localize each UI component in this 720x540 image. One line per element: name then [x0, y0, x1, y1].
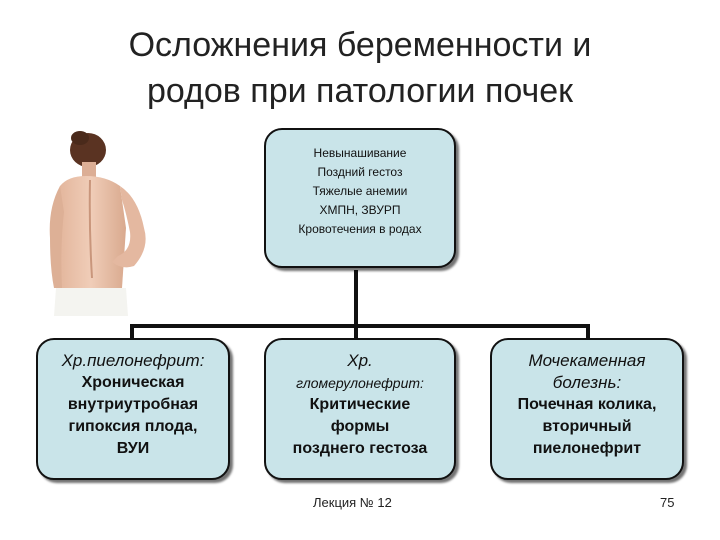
- box-text-line: Почечная колика,: [517, 396, 657, 413]
- lecture-label: Лекция № 12: [313, 495, 392, 510]
- box-text-line: Хроническая: [81, 374, 185, 391]
- box-text-line: позднего гестоза: [292, 440, 428, 457]
- box-text-line: формы: [330, 418, 390, 435]
- box-heading: Хр.: [347, 351, 373, 370]
- box-heading: Мочекаменная: [528, 351, 646, 370]
- complication-item: ХМПН, ЗВУРП: [319, 203, 401, 217]
- slide-title: Осложнения беременности и родов при пато…: [60, 22, 660, 114]
- woman-back-photo: [38, 128, 166, 316]
- woman-back-illustration: [49, 131, 146, 316]
- box-text-line: ВУИ: [116, 440, 150, 457]
- box-heading: Хр.пиелонефрит:: [61, 351, 205, 370]
- complication-item: Невынашивание: [313, 146, 407, 160]
- box-heading: болезнь:: [552, 373, 622, 392]
- box-text-line: Критические: [309, 396, 411, 413]
- box-text-line: гипоксия плода,: [68, 418, 198, 435]
- title-line-2: родов при патологии почек: [146, 72, 574, 110]
- urolithiasis-box: Мочекаменная болезнь: Почечная колика, в…: [490, 338, 684, 480]
- pyelonephritis-box: Хр.пиелонефрит: Хроническая внутриутробн…: [36, 338, 230, 480]
- complication-item: Кровотечения в родах: [298, 222, 422, 236]
- complications-box: Невынашивание Поздний гестоз Тяжелые ане…: [264, 128, 456, 268]
- page-number: 75: [660, 495, 675, 510]
- complication-item: Тяжелые анемии: [312, 184, 408, 198]
- title-line-1: Осложнения беременности и: [128, 26, 592, 64]
- box-text-line: внутриутробная: [67, 396, 199, 413]
- box-text-line: пиелонефрит: [532, 440, 642, 457]
- box-text-line: вторичный: [542, 418, 632, 435]
- glomerulonephritis-box: Хр. гломерулонефрит: Критические формы п…: [264, 338, 456, 480]
- complication-item: Поздний гестоз: [317, 165, 403, 179]
- box-heading: гломерулонефрит:: [296, 375, 424, 391]
